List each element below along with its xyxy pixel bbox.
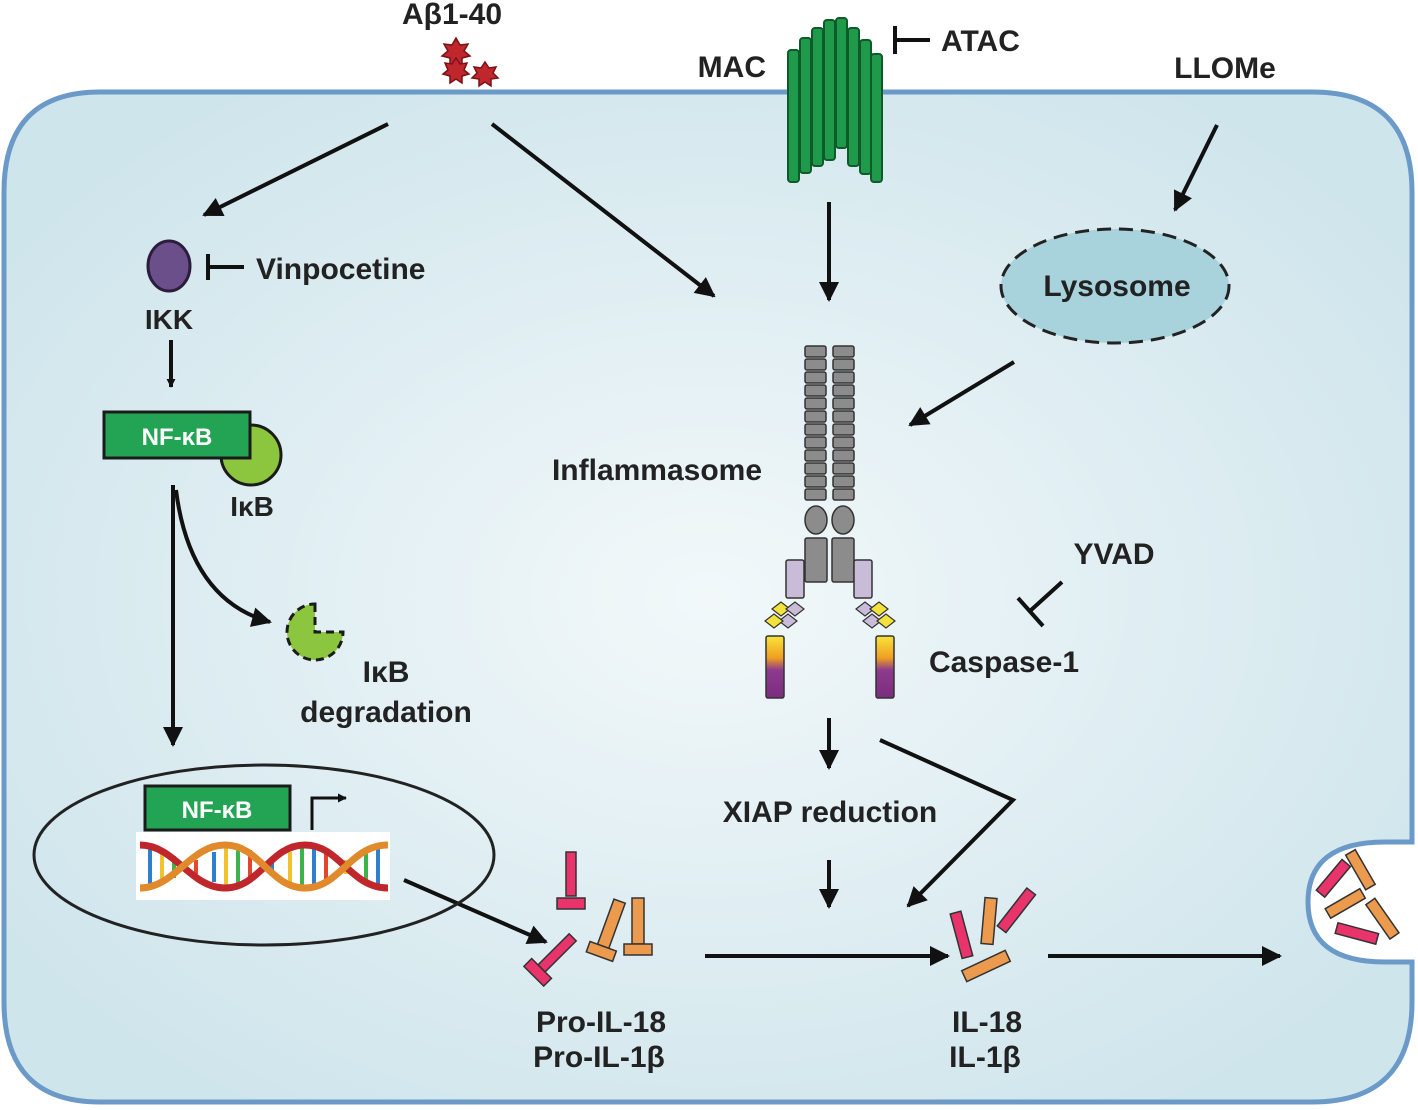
transcription-start-icon	[310, 793, 347, 830]
ikb-label: IκB	[230, 491, 274, 522]
secreted-cytokines-icon	[1315, 848, 1401, 946]
dna-icon	[136, 832, 390, 900]
il18-label: IL-18	[952, 1006, 1022, 1039]
il1b-label: IL-1β	[949, 1041, 1021, 1074]
inflammasome-icon	[764, 345, 896, 699]
inflammasome-label: Inflammasome	[552, 454, 762, 487]
abeta-label: Aβ1-40	[402, 0, 502, 31]
ikk-label: IKK	[145, 304, 193, 335]
lysosome-icon	[999, 227, 1231, 345]
ikk-icon	[146, 239, 192, 293]
pro-il1b-label: Pro-IL-1β	[533, 1041, 665, 1074]
llome-label: LLOMe	[1174, 52, 1276, 85]
nfkb-cytoplasm-box	[102, 410, 252, 460]
ikb-degradation-label-2: degradation	[300, 696, 472, 729]
amyloid-beta-icon	[440, 36, 500, 88]
vinpocetine-inhibition-icon	[206, 254, 244, 280]
nfkb-nucleus-label: NF-κB	[182, 797, 253, 824]
ikb-degraded-icon	[285, 602, 345, 662]
mac-pore-icon	[787, 17, 883, 183]
cell-membrane	[1, 89, 1415, 1105]
lysosome-label: Lysosome	[1043, 270, 1190, 303]
xiap-label: XIAP reduction	[723, 796, 937, 829]
nfkb-cytoplasm-label: NF-κB	[142, 424, 213, 451]
pro-il18-label: Pro-IL-18	[536, 1006, 666, 1039]
yvad-inhibition-icon	[1016, 580, 1064, 628]
ikb-degradation-label-1: IκB	[363, 656, 410, 689]
atac-label: ATAC	[941, 25, 1020, 58]
yvad-label: YVAD	[1073, 538, 1154, 571]
mac-label: MAC	[698, 51, 766, 84]
mature-cytokines-icon	[949, 886, 1037, 983]
nfkb-nucleus-box	[143, 784, 292, 832]
atac-inhibition-icon	[893, 26, 930, 54]
caspase1-label: Caspase-1	[929, 646, 1079, 679]
nucleus	[32, 763, 496, 947]
vinpocetine-label: Vinpocetine	[256, 253, 425, 286]
pro-cytokines-icon	[522, 851, 653, 988]
signal-arrows	[163, 122, 1282, 966]
